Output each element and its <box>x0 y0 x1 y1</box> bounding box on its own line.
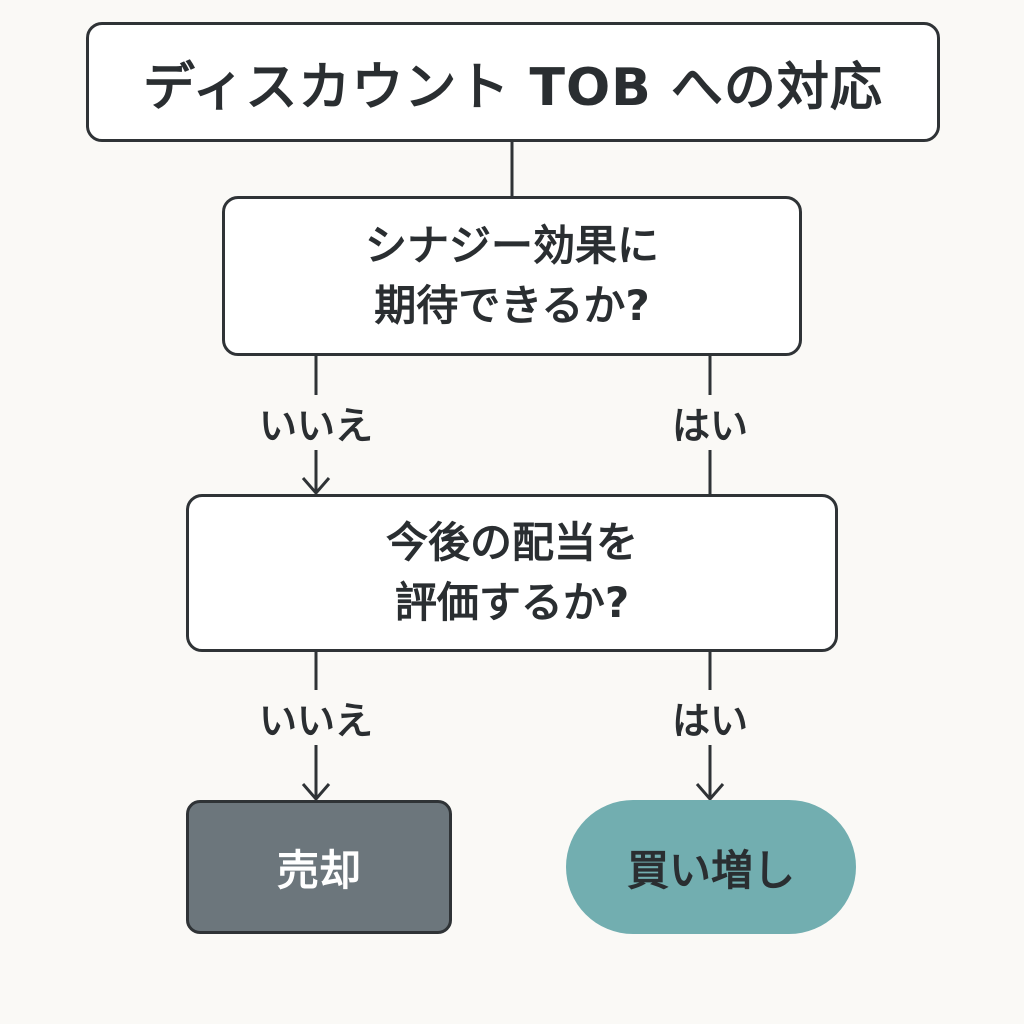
diagram-title-text: ディスカウント TOB への対応 <box>143 57 883 118</box>
question-dividend: 今後の配当を 評価するか? <box>186 494 838 652</box>
question-dividend-line2: 評価するか? <box>394 578 630 627</box>
outcome-sell-label: 売却 <box>276 845 361 895</box>
edge-label-q2-no: いいえ <box>254 690 378 745</box>
diagram-title: ディスカウント TOB への対応 <box>86 22 940 142</box>
edge-label-q1-no: いいえ <box>254 395 378 450</box>
edge-label-q2-yes: はい <box>667 690 753 745</box>
question-synergy: シナジー効果に 期待できるか? <box>222 196 802 356</box>
q2-no-arrowhead <box>301 783 331 802</box>
outcome-buy-more-label: 買い増し <box>626 845 795 895</box>
question-synergy-line1: シナジー効果に <box>364 221 659 270</box>
q2-yes-arrowhead <box>695 783 725 802</box>
question-dividend-line1: 今後の配当を <box>385 518 638 567</box>
q1-no-arrowhead <box>301 477 331 496</box>
question-synergy-line2: 期待できるか? <box>374 281 650 330</box>
outcome-buy-more: 買い増し <box>566 800 856 934</box>
outcome-sell: 売却 <box>186 800 452 934</box>
edge-label-q1-yes: はい <box>667 395 753 450</box>
